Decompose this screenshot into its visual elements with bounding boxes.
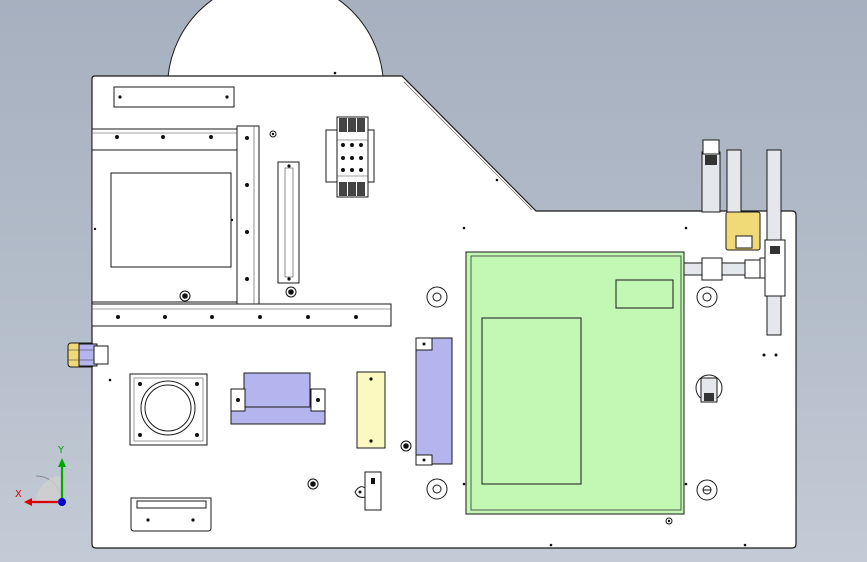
plate-chamfer-edge — [403, 81, 533, 211]
standoff-right-top[interactable] — [696, 286, 718, 308]
narrow-bracket[interactable] — [277, 161, 300, 284]
standoff-right-bottom[interactable] — [696, 479, 718, 501]
circuit-board[interactable] — [465, 251, 685, 515]
top-slot-bracket[interactable] — [113, 86, 235, 108]
lower-rail[interactable] — [91, 303, 392, 327]
vertical-rail[interactable] — [236, 125, 260, 305]
vertical-tube-middle[interactable] — [726, 149, 742, 213]
upper-rail[interactable] — [91, 128, 241, 152]
side-air-fitting[interactable] — [67, 342, 109, 368]
handle-bracket[interactable] — [130, 497, 212, 532]
x-axis-label: X — [15, 489, 22, 500]
z-axis-dot — [58, 498, 66, 506]
terminal-block[interactable] — [325, 116, 375, 198]
lavender-bracket-tall[interactable] — [415, 337, 453, 466]
yellow-block[interactable] — [356, 371, 386, 449]
fan-module[interactable] — [129, 373, 208, 446]
small-valve-right[interactable] — [695, 374, 723, 403]
horizontal-tube[interactable] — [683, 239, 786, 297]
y-axis-label: Y — [57, 445, 65, 456]
round-housing — [167, 0, 384, 78]
standoff-left-bottom[interactable] — [426, 478, 448, 500]
lavender-bracket-wide[interactable] — [230, 372, 326, 425]
vertical-tube-left[interactable] — [701, 139, 721, 213]
enclosure-box[interactable] — [91, 149, 239, 303]
standoff-left-top[interactable] — [426, 286, 448, 308]
coordinate-triad: X Y — [15, 445, 66, 506]
brass-valve[interactable] — [725, 211, 761, 251]
cable-clip[interactable] — [354, 471, 382, 511]
